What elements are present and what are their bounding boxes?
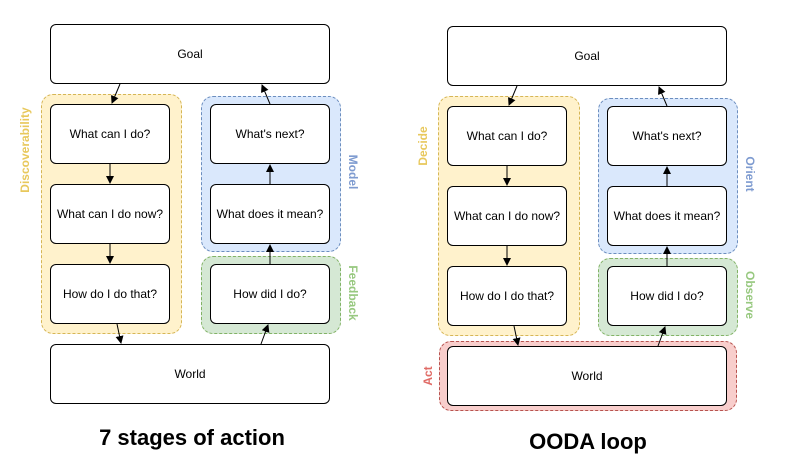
arrow [658,86,668,107]
world-box: World [447,346,727,406]
arrow [261,84,271,105]
arrow [508,85,518,106]
right-title: OODA loop [529,429,647,454]
what-can-i-do-now-box: What can I do now? [50,184,170,244]
arrow [512,325,521,346]
what-can-i-do-box: What can I do? [447,106,567,166]
what-does-it-mean-box: What does it mean? [210,184,330,244]
how-do-i-do-that-box: How do I do that? [50,264,170,324]
arrow [115,323,124,344]
how-did-i-do-box: How did I do? [210,264,330,324]
left-title: 7 stages of action [99,425,285,450]
how-do-i-do-that-box: How do I do that? [447,266,567,326]
goal-box: Goal [447,26,727,86]
goal-box: Goal [50,24,330,84]
whats-next-box: What's next? [210,104,330,164]
what-can-i-do-now-box: What can I do now? [447,186,567,246]
what-can-i-do-box: What can I do? [50,104,170,164]
how-did-i-do-box: How did I do? [607,266,727,326]
arrow [657,326,667,347]
what-does-it-mean-box: What does it mean? [607,186,727,246]
whats-next-box: What's next? [607,106,727,166]
arrow [260,324,270,345]
world-box: World [50,344,330,404]
arrow [111,83,121,104]
